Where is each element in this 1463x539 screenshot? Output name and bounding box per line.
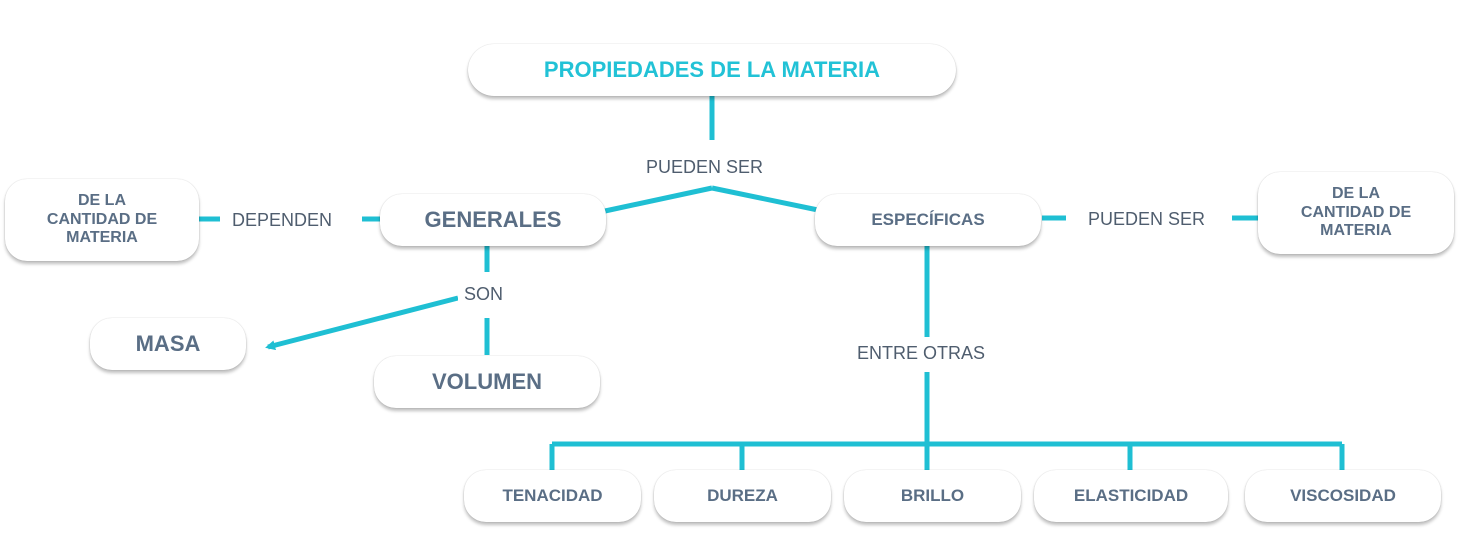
right-dependency-line-3: MATERIA [1320, 222, 1392, 240]
label-pueden-ser-top: PUEDEN SER [640, 155, 770, 180]
node-brillo: BRILLO [844, 470, 1021, 522]
left-dependency-line-2: CANTIDAD DE [46, 210, 158, 228]
label-son: SON [458, 282, 510, 307]
masa-text: MASA [135, 331, 201, 357]
node-elasticidad: ELASTICIDAD [1034, 470, 1228, 522]
title-node: PROPIEDADES DE LA MATERIA [468, 44, 956, 96]
arrow-to-masa [265, 295, 459, 351]
node-viscosidad: VISCOSIDAD [1245, 470, 1441, 522]
right-dependency-line-1: DE LA [1332, 185, 1380, 203]
line-to-especificas [711, 185, 819, 213]
title-text: PROPIEDADES DE LA MATERIA [543, 57, 881, 83]
label-pueden-ser-right: PUEDEN SER [1082, 207, 1212, 232]
node-especificas: ESPECÍFICAS [815, 194, 1041, 246]
right-dependency-line-2: CANTIDAD DE [1300, 203, 1412, 221]
generales-text: GENERALES [424, 207, 562, 233]
node-generales: GENERALES [380, 194, 606, 246]
left-dependency-line-3: MATERIA [66, 229, 138, 247]
dureza-text: DUREZA [707, 486, 778, 506]
label-entre-otras: ENTRE OTRAS [851, 341, 992, 366]
elasticidad-text: ELASTICIDAD [1073, 486, 1189, 506]
node-tenacidad: TENACIDAD [464, 470, 641, 522]
node-volumen: VOLUMEN [374, 356, 600, 408]
node-dureza: DUREZA [654, 470, 831, 522]
node-masa: MASA [90, 318, 246, 370]
line-to-generales [604, 185, 713, 214]
tenacidad-text: TENACIDAD [502, 486, 603, 506]
left-dependency-line-1: DE LA [78, 192, 126, 210]
brillo-text: BRILLO [900, 486, 965, 506]
viscosidad-text: VISCOSIDAD [1290, 486, 1396, 506]
label-dependen: DEPENDEN [226, 208, 339, 233]
especificas-text: ESPECÍFICAS [871, 210, 985, 230]
node-left-dependency: DE LA CANTIDAD DE MATERIA [5, 179, 199, 261]
volumen-text: VOLUMEN [432, 369, 542, 395]
node-right-dependency: DE LA CANTIDAD DE MATERIA [1258, 172, 1454, 254]
